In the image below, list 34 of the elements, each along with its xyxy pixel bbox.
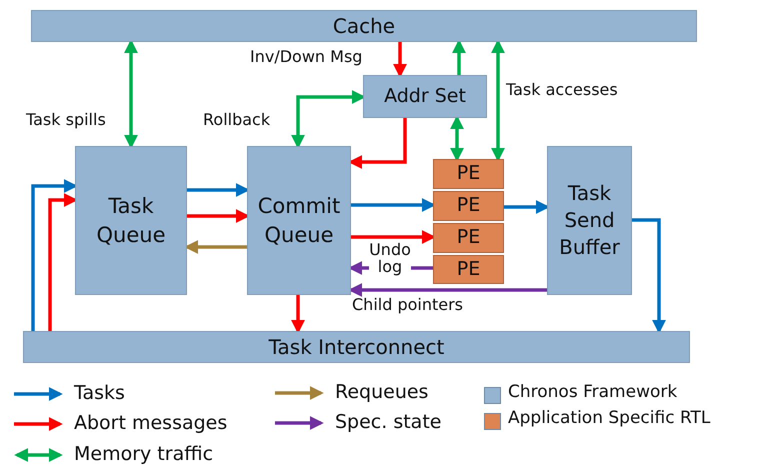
node-label: PE <box>456 193 480 218</box>
node-label: Addr Set <box>384 84 466 109</box>
node-label: Task Interconnect <box>268 334 444 360</box>
edge-label: Inv/Down Msg <box>250 49 362 66</box>
arrow <box>291 295 305 334</box>
legend-label: Abort messages <box>74 412 228 434</box>
legend-label: Chronos Framework <box>508 382 678 402</box>
pe-box <box>433 223 504 253</box>
node-label: Task Queue <box>96 193 166 248</box>
arrow <box>632 218 666 334</box>
edge-label: Child pointers <box>352 297 464 314</box>
legend-label: Spec. state <box>335 411 442 433</box>
node-label: Task Send Buffer <box>558 180 621 261</box>
edge-label: Task spills <box>26 112 106 129</box>
node-label: PE <box>456 161 480 186</box>
task-queue-box <box>75 146 187 295</box>
edge-label: Undo log <box>369 242 411 276</box>
legend-label: Requeues <box>335 381 428 403</box>
node-label: PE <box>456 225 480 250</box>
legend-label: Application Specific RTL <box>508 408 710 428</box>
node-label: Cache <box>332 12 396 40</box>
addr-set-box <box>363 75 487 118</box>
pe-box <box>433 159 504 189</box>
commit-queue-box <box>247 146 351 295</box>
arrow <box>393 42 407 78</box>
cache-bar <box>31 10 697 42</box>
node-label: PE <box>456 256 480 282</box>
legend-label: Memory traffic <box>74 443 214 465</box>
pe-box <box>433 255 504 284</box>
pe-box <box>433 191 504 221</box>
task-send-buffer-box <box>547 146 632 295</box>
task-interconnect-bar <box>23 331 690 363</box>
node-label: Commit Queue <box>256 193 342 248</box>
legend-label: Tasks <box>74 382 125 404</box>
